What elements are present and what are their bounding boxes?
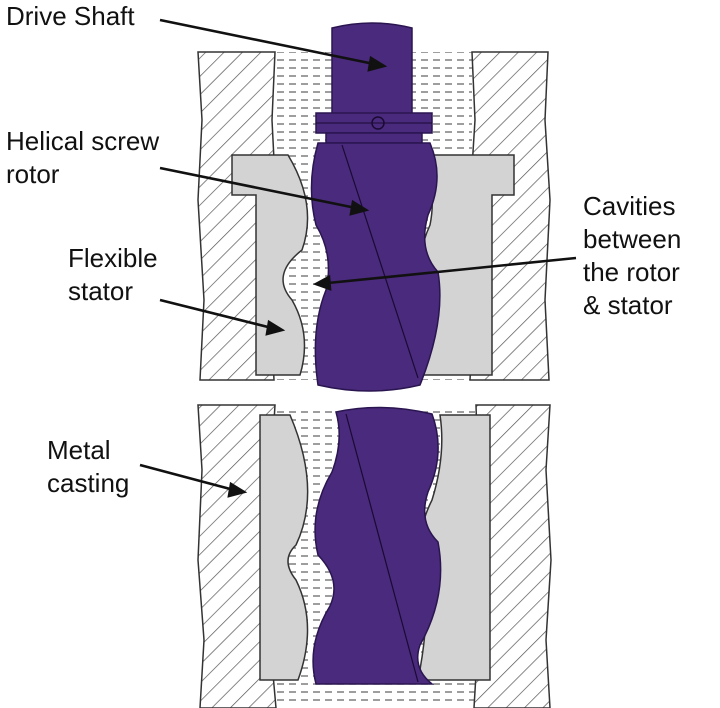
leader-metal-casting	[139, 463, 235, 492]
arrowhead-flexible-stator	[265, 319, 286, 336]
label-flexible-stator-line-1: Flexible	[68, 243, 158, 273]
metal-casting-bottom	[197, 404, 552, 708]
flexible-stator-bottom	[259, 414, 491, 681]
label-cavities-line-2: between	[583, 224, 682, 254]
label-cavities-line-4: & stator	[583, 290, 673, 320]
label-helical-rotor: Helical screw rotor	[6, 125, 159, 191]
leader-drive-shaft	[159, 18, 375, 66]
label-cavities-line-1: Cavities	[583, 191, 676, 221]
arrowhead-helical-rotor	[349, 199, 370, 216]
arrowhead-metal-casting	[227, 481, 248, 498]
leader-cavities	[327, 256, 577, 285]
arrowhead-cavities	[312, 274, 332, 291]
label-drive-shaft: Drive Shaft	[6, 0, 135, 33]
label-flexible-stator-line-2: stator	[68, 276, 134, 306]
arrowhead-drive-shaft	[367, 55, 388, 72]
label-helical-rotor-line-2: rotor	[6, 159, 60, 189]
label-metal-casting-line-1: Metal	[47, 435, 111, 465]
leader-flexible-stator	[159, 298, 273, 330]
leader-helical-rotor	[159, 166, 357, 210]
label-metal-casting: Metal casting	[47, 434, 129, 500]
label-flexible-stator: Flexible stator	[68, 242, 158, 308]
label-cavities: Cavities between the rotor & stator	[583, 190, 681, 322]
helical-screw-rotor-top	[310, 142, 441, 392]
label-cavities-line-3: the rotor	[583, 257, 680, 287]
label-drive-shaft-text: Drive Shaft	[6, 1, 135, 31]
helical-screw-rotor-bottom	[312, 406, 442, 685]
label-metal-casting-line-2: casting	[47, 468, 130, 498]
leader-lines	[139, 18, 577, 498]
label-helical-rotor-line-1: Helical screw	[6, 126, 160, 156]
